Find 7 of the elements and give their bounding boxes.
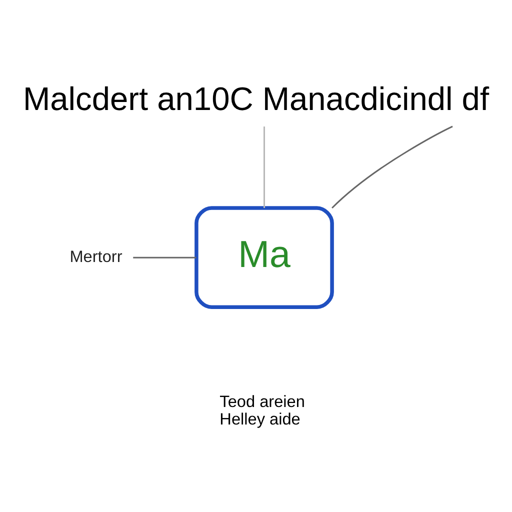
connector: [133, 256, 196, 258]
node-box: Ma: [194, 206, 334, 309]
connector: [332, 125, 453, 208]
diagram-title: Malcdert an10C Manacdicindl df: [22, 80, 490, 117]
node-text: Mertorr: [70, 247, 122, 266]
connector: [264, 126, 265, 208]
label: Teod areien Helley aide: [220, 392, 305, 428]
